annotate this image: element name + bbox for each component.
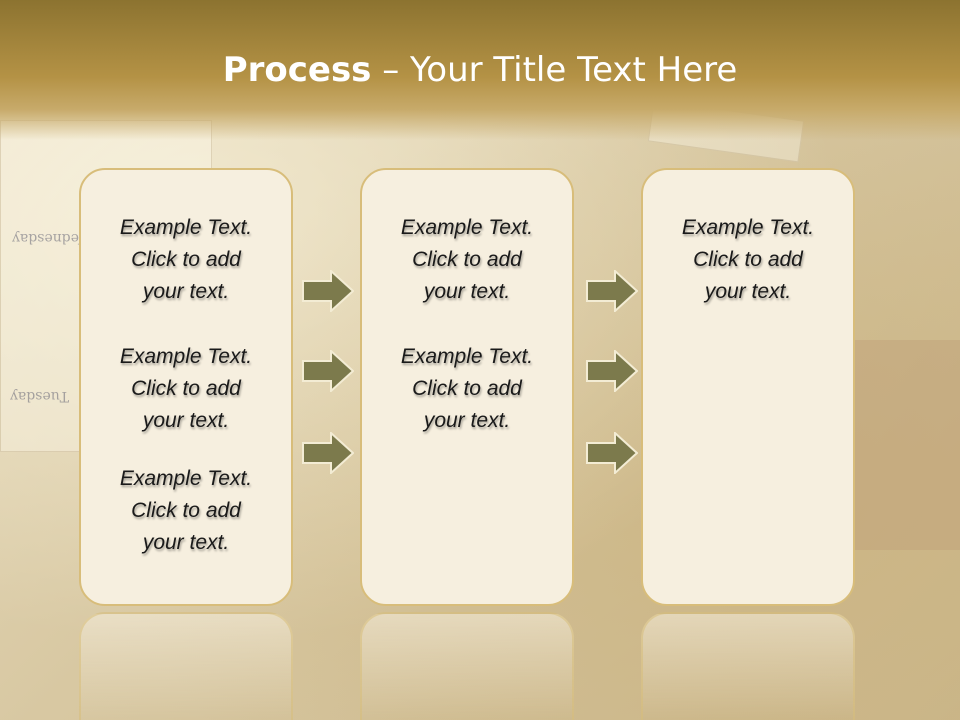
text-line: Click to add: [693, 248, 803, 271]
text-line: Click to add: [131, 499, 241, 522]
text-line: Click to add: [131, 248, 241, 271]
process-box-3[interactable]: Example Text. Click to add your text.: [641, 168, 855, 606]
text-line: your text.: [423, 409, 511, 432]
text-line: Click to add: [412, 377, 522, 400]
text-line: Example Text.: [400, 345, 534, 368]
text-line: Example Text.: [119, 216, 253, 239]
title-band: [0, 0, 960, 140]
background-diary-word: Tuesday: [10, 388, 70, 404]
right-arrow-icon[interactable]: [302, 350, 354, 392]
text-line: Example Text.: [119, 345, 253, 368]
process-box-1[interactable]: Example Text. Click to add your text. Ex…: [79, 168, 293, 606]
text-line: your text.: [142, 531, 230, 554]
process-box-2[interactable]: Example Text. Click to add your text. Ex…: [360, 168, 574, 606]
text-line: Example Text.: [119, 467, 253, 490]
text-placeholder[interactable]: Example Text. Click to add your text.: [643, 212, 853, 308]
title-bold: Process: [222, 50, 372, 90]
text-placeholder[interactable]: Example Text. Click to add your text.: [362, 212, 572, 308]
right-arrow-icon[interactable]: [302, 270, 354, 312]
text-line: your text.: [142, 409, 230, 432]
text-line: Example Text.: [681, 216, 815, 239]
right-arrow-icon[interactable]: [586, 350, 638, 392]
box-reflection: [641, 612, 855, 720]
slide-title[interactable]: Process – Your Title Text Here: [0, 50, 960, 90]
text-line: your text.: [142, 280, 230, 303]
text-line: Click to add: [412, 248, 522, 271]
text-line: your text.: [423, 280, 511, 303]
right-arrow-icon[interactable]: [586, 432, 638, 474]
box-reflection: [360, 612, 574, 720]
text-line: Click to add: [131, 377, 241, 400]
background-envelope: [840, 340, 960, 550]
text-placeholder[interactable]: Example Text. Click to add your text.: [81, 341, 291, 437]
text-placeholder[interactable]: Example Text. Click to add your text.: [81, 212, 291, 308]
text-line: your text.: [704, 280, 792, 303]
text-placeholder[interactable]: Example Text. Click to add your text.: [362, 341, 572, 437]
text-placeholder[interactable]: Example Text. Click to add your text.: [81, 463, 291, 559]
right-arrow-icon[interactable]: [586, 270, 638, 312]
title-rest: – Your Title Text Here: [371, 50, 738, 90]
right-arrow-icon[interactable]: [302, 432, 354, 474]
box-reflection: [79, 612, 293, 720]
text-line: Example Text.: [400, 216, 534, 239]
